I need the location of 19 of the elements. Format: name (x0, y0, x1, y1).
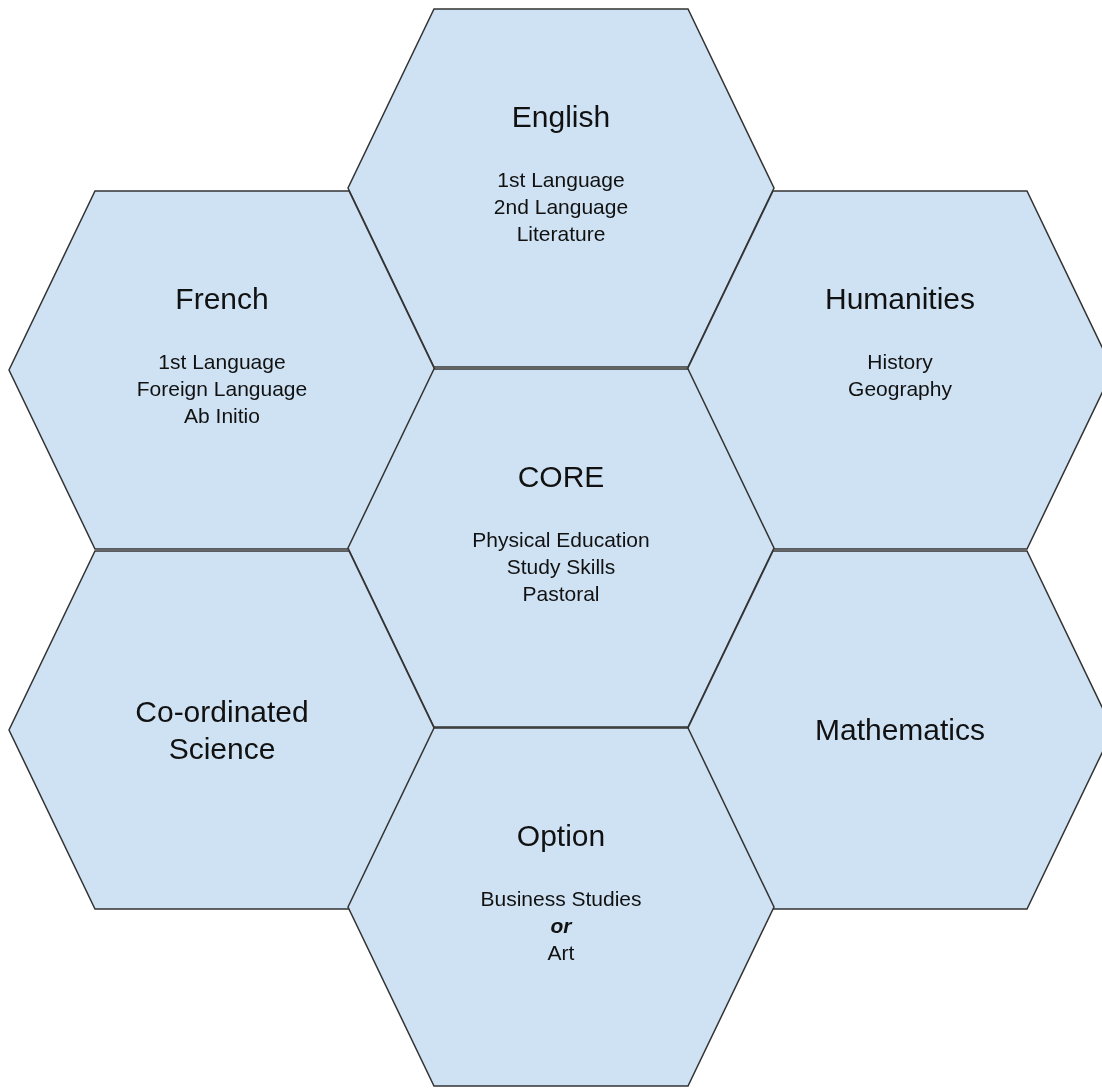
subject-item: Ab Initio (184, 403, 260, 430)
subject-item: 1st Language (497, 166, 625, 193)
subject-title: Co-ordinated Science (134, 693, 310, 767)
subject-item: Geography (848, 375, 952, 402)
subject-item: Business Studies or Art (480, 885, 642, 967)
subject-item: Pastoral (522, 581, 600, 608)
subject-item: Foreign Language (136, 375, 308, 402)
subject-item: 1st Language (158, 348, 286, 375)
subject-item: 2nd Language (493, 193, 629, 220)
subject-title: Option (515, 818, 607, 854)
subject-title: Mathematics (813, 712, 987, 749)
subject-title: English (510, 99, 612, 135)
subject-item: History (867, 348, 933, 375)
subject-title: French (174, 281, 270, 317)
subject-item: Literature (516, 221, 606, 248)
subject-item: Study Skills (506, 553, 616, 580)
subject-title: Humanities (823, 281, 977, 317)
subject-item: Physical Education (472, 526, 650, 553)
subject-title: CORE (516, 459, 606, 495)
